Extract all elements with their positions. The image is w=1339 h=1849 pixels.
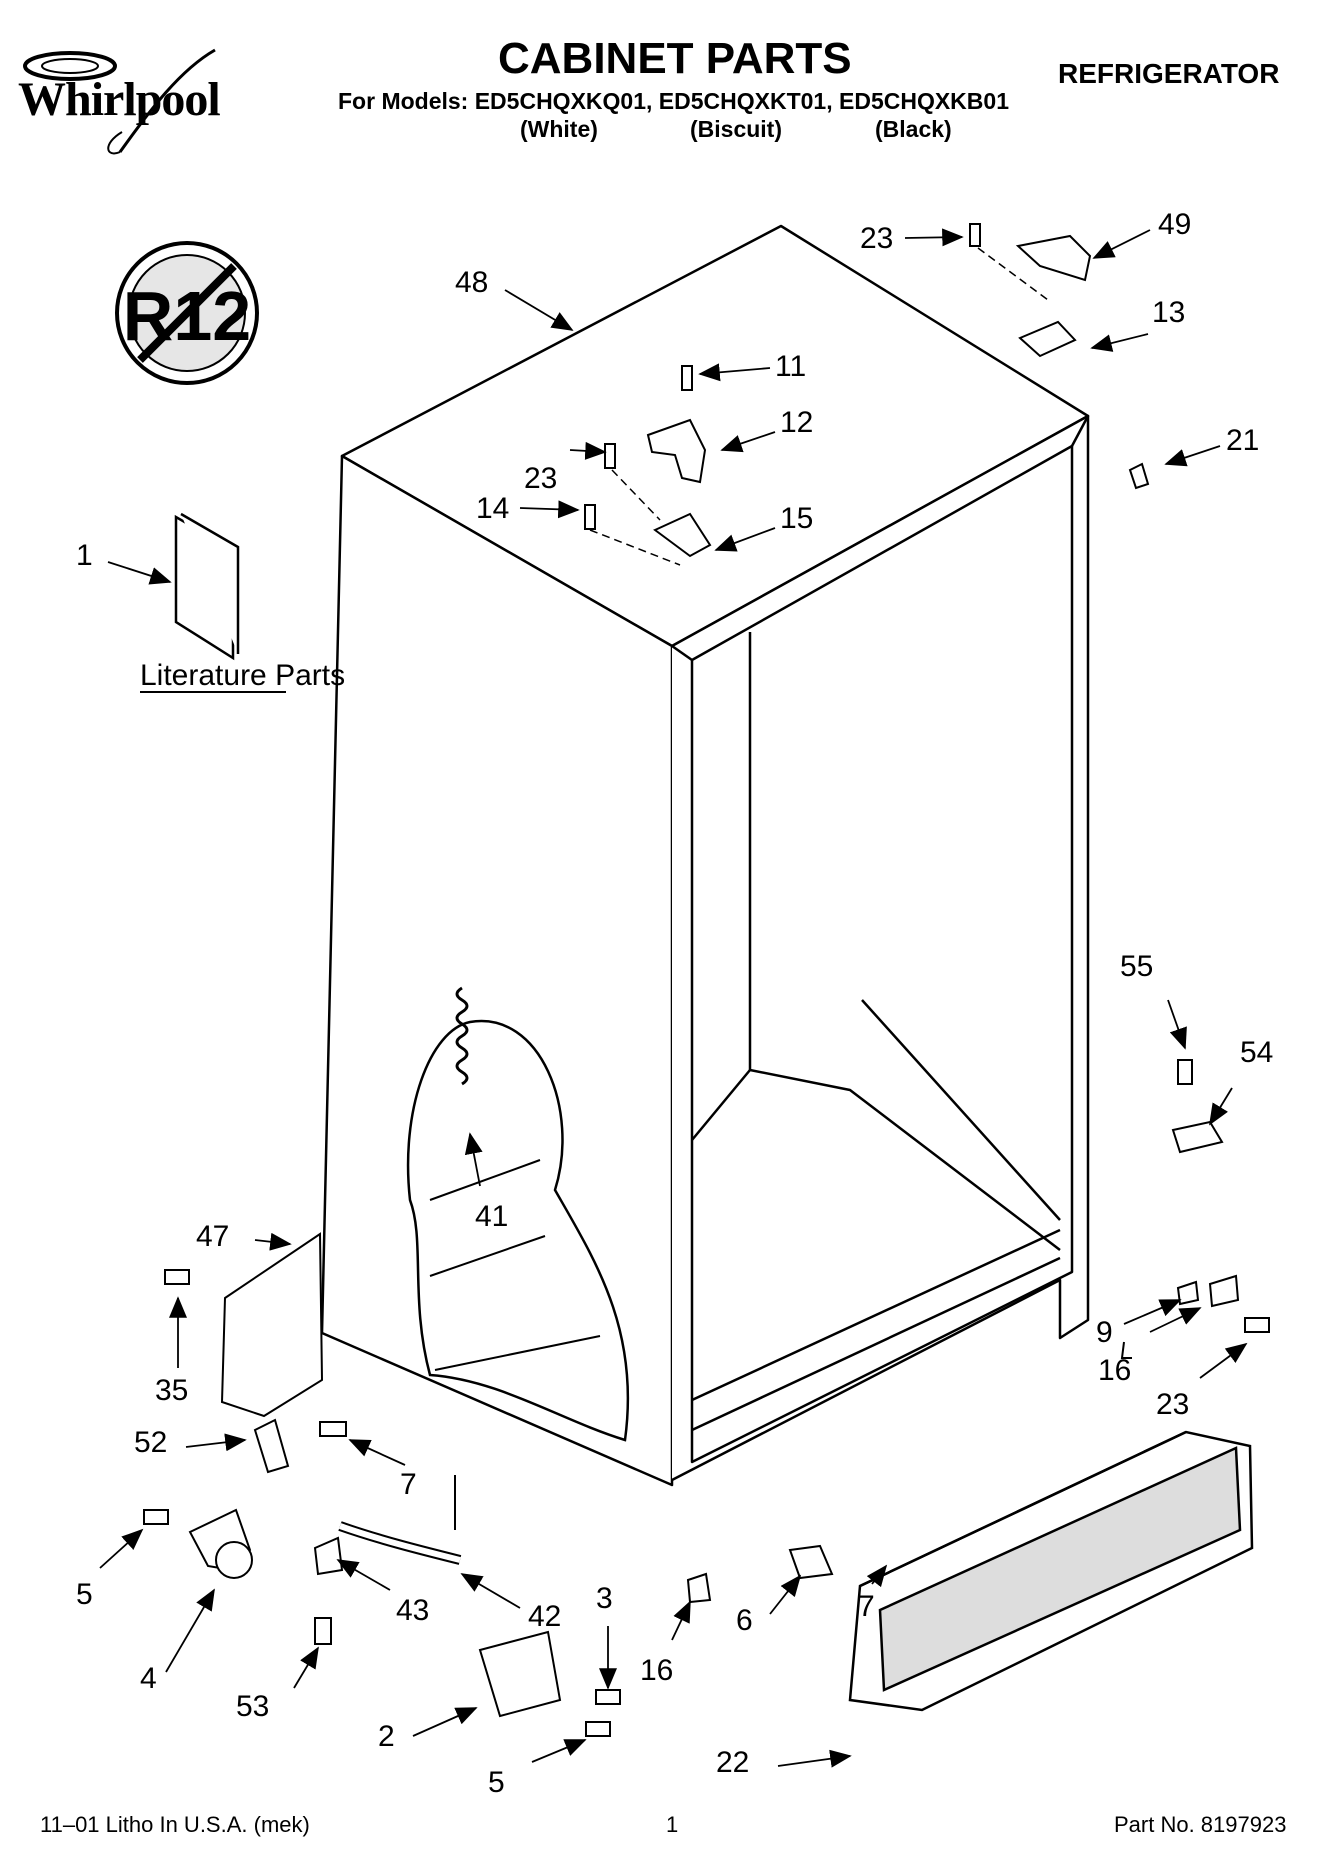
callout-9: 9	[1096, 1316, 1113, 1349]
literature-parts-label: Literature Parts	[140, 659, 345, 692]
callout-23: 23	[524, 462, 557, 495]
models-line: For Models: ED5CHQXKQ01, ED5CHQXKT01, ED…	[338, 88, 1009, 114]
callout-22: 22	[716, 1746, 749, 1779]
callout-4: 4	[140, 1662, 157, 1695]
variant-black: (Black)	[875, 116, 952, 142]
footer-page-number: 1	[666, 1812, 679, 1837]
variant-biscuit: (Biscuit)	[690, 116, 782, 142]
callout-7: 7	[400, 1468, 417, 1501]
callout-21: 21	[1226, 424, 1259, 457]
callout-1: 1	[76, 539, 93, 572]
callout-16: 16	[640, 1654, 673, 1687]
logo-swoosh-icon	[23, 48, 216, 155]
callout-52: 52	[134, 1426, 167, 1459]
callout-11: 11	[775, 350, 806, 383]
callout-23: 23	[1156, 1388, 1189, 1421]
whirlpool-logo: Whirlpool	[10, 40, 260, 160]
screw-35-icon	[164, 1269, 190, 1285]
appliance-category: REFRIGERATOR	[1058, 58, 1280, 89]
callout-14: 14	[476, 492, 509, 525]
callout-55: 55	[1120, 950, 1153, 983]
callout-53: 53	[236, 1690, 269, 1723]
callout-49: 49	[1158, 208, 1191, 241]
callout-6: 6	[736, 1604, 753, 1637]
callout-16: 16	[1098, 1354, 1131, 1387]
back-panel-icon	[220, 1232, 324, 1418]
no-r12-badge: R12	[115, 241, 259, 385]
variant-white: (White)	[520, 116, 598, 142]
callout-2: 2	[378, 1720, 395, 1753]
callout-23: 23	[860, 222, 893, 255]
callout-15: 15	[780, 502, 813, 535]
callout-47: 47	[196, 1220, 229, 1253]
lower-left-parts	[143, 1418, 834, 1737]
callout-41: 41	[475, 1200, 508, 1233]
callout-3: 3	[596, 1582, 613, 1615]
callout-5: 5	[76, 1578, 93, 1611]
grille-icon	[848, 1430, 1254, 1712]
callout-12: 12	[780, 406, 813, 439]
callout-leaders	[99, 228, 1248, 1768]
page-title: CABINET PARTS	[498, 34, 852, 83]
callout-42: 42	[528, 1600, 561, 1633]
spring-icon	[455, 986, 469, 1086]
cabinet-body	[320, 224, 1090, 1487]
callout-43: 43	[396, 1594, 429, 1627]
top-hinge-parts	[584, 223, 1150, 558]
footer-litho: 11–01 Litho In U.S.A. (mek)	[40, 1812, 310, 1837]
callout-54: 54	[1240, 1036, 1273, 1069]
brand-wordmark: Whirlpool	[18, 73, 221, 126]
literature-booklet-icon	[174, 512, 240, 661]
callout-5: 5	[488, 1766, 505, 1799]
callout-13: 13	[1152, 296, 1185, 329]
callout-48: 48	[455, 266, 488, 299]
footer-part-number: Part No. 8197923	[1114, 1812, 1287, 1837]
side-panel-cutaway	[406, 1019, 630, 1442]
callout-labels: 48 23 49 13 11 12 21 23 14 15 1 55 54 41…	[76, 208, 1273, 1799]
callout-35: 35	[155, 1374, 188, 1407]
callout-7: 7	[858, 1590, 875, 1623]
